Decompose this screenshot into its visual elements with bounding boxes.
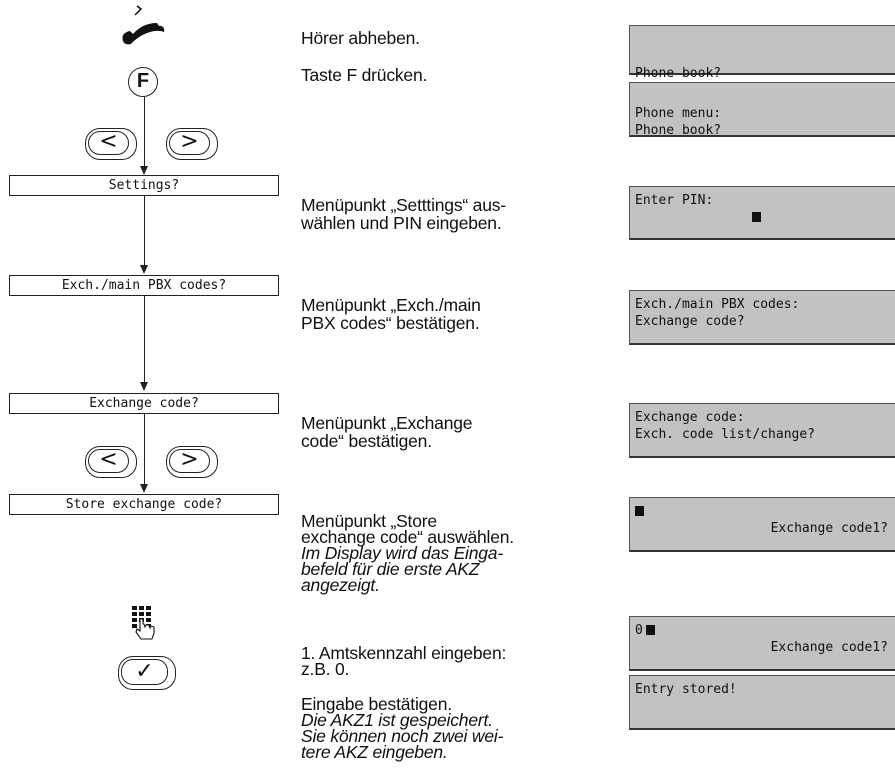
step-6-text: Menüpunkt „Store exchange code“ auswähle…	[301, 511, 514, 547]
cursor-block	[752, 212, 761, 222]
flow-arrow	[140, 484, 148, 493]
step-8-text: Eingabe bestätigen.	[301, 694, 452, 714]
display-7: 0 Exchange code1?	[629, 616, 895, 671]
right-arrow-label: >	[180, 129, 199, 154]
display-4-line1: Exch./main PBX codes:	[635, 297, 800, 312]
step-3-instruction: Menüpunkt „Setttings“ aus- wählen und PI…	[301, 178, 601, 232]
keypad-hand-icon	[132, 606, 155, 640]
step-6-note: Im Display wird das Einga- befeld für di…	[301, 543, 503, 595]
flow-arrow	[140, 382, 148, 391]
menu-item-exchange-code[interactable]: Exchange code?	[9, 393, 279, 414]
menu-item-settings[interactable]: Settings?	[9, 175, 279, 196]
step-5-text: Menüpunkt „Exchange code“ bestätigen.	[301, 413, 473, 451]
display-4: Exch./main PBX codes: Exchange code?	[629, 290, 895, 345]
display-8-line1: Entry stored!	[635, 682, 737, 697]
display-1-line2: Phone book?	[635, 66, 722, 81]
handset-lift-icon	[122, 5, 165, 45]
menu-item-store-exchange-code-label: Store exchange code?	[65, 497, 223, 512]
display-3-line1: Enter PIN:	[635, 193, 714, 208]
right-arrow-key[interactable]: >	[166, 446, 218, 478]
cursor-block	[635, 506, 644, 516]
display-2-line1: Phone menu:	[635, 106, 722, 121]
step-8-note: Die AKZ1 ist gespeichert. Sie können noc…	[301, 710, 504, 762]
display-7-line1: 0	[635, 623, 643, 638]
flow-line	[144, 196, 145, 265]
step-1-instruction: Hörer abheben.	[301, 29, 601, 47]
f-key[interactable]: F	[128, 67, 158, 97]
left-arrow-key[interactable]: <	[85, 446, 137, 478]
display-6: Exchange code1?	[629, 497, 895, 552]
ok-key-label: ✓	[135, 659, 154, 684]
flow-line	[144, 97, 145, 167]
step-7-text: 1. Amtskennzahl eingeben: z.B. 0.	[301, 643, 507, 679]
step-7-instruction: 1. Amtskennzahl eingeben: z.B. 0.	[301, 629, 601, 679]
step-1-text: Hörer abheben.	[301, 28, 420, 48]
flow-arrow	[140, 166, 148, 175]
flow-line	[144, 296, 145, 382]
display-8: Entry stored!	[629, 675, 895, 730]
menu-item-settings-label: Settings?	[108, 178, 180, 193]
display-5-line2: Exch. code list/change?	[635, 427, 816, 442]
step-6-instruction: Menüpunkt „Store exchange code“ auswähle…	[301, 497, 601, 609]
display-2-line2: Phone book?	[635, 123, 722, 138]
step-2-text: Taste F drücken.	[301, 65, 428, 85]
step-2-instruction: Taste F drücken.	[301, 66, 601, 84]
menu-item-exchange-code-label: Exchange code?	[89, 396, 199, 411]
flow-arrow	[140, 265, 148, 274]
left-arrow-label: <	[99, 129, 118, 154]
display-6-line2: Exchange code1?	[770, 521, 888, 536]
display-3: Enter PIN:	[629, 186, 895, 240]
step-3-text: Menüpunkt „Setttings“ aus- wählen und PI…	[301, 195, 506, 233]
display-2: Phone menu: Phone book?	[629, 82, 895, 138]
right-arrow-label: >	[180, 447, 199, 472]
display-4-line2: Exchange code?	[635, 314, 745, 329]
menu-item-exch-main-pbx-label: Exch./main PBX codes?	[61, 278, 227, 293]
menu-item-exch-main-pbx[interactable]: Exch./main PBX codes?	[9, 275, 279, 296]
display-7-line2: Exchange code1?	[770, 640, 888, 655]
display-5: Exchange code: Exch. code list/change?	[629, 403, 895, 458]
menu-item-store-exchange-code[interactable]: Store exchange code?	[9, 494, 279, 515]
right-arrow-key[interactable]: >	[166, 128, 218, 160]
step-5-instruction: Menüpunkt „Exchange code“ bestätigen.	[301, 396, 601, 450]
flow-line	[144, 414, 145, 485]
display-5-line1: Exchange code:	[635, 410, 745, 425]
ok-key[interactable]: ✓	[118, 656, 176, 690]
left-arrow-key[interactable]: <	[85, 128, 137, 160]
step-8-instruction: Eingabe bestätigen. Die AKZ1 ist gespeic…	[301, 680, 601, 776]
left-arrow-label: <	[99, 447, 118, 472]
f-key-label: F	[136, 70, 150, 92]
display-1: Phone book?	[629, 25, 895, 81]
cursor-block	[645, 625, 655, 635]
step-4-instruction: Menüpunkt „Exch./main PBX codes“ bestäti…	[301, 278, 601, 332]
step-4-text: Menüpunkt „Exch./main PBX codes“ bestäti…	[301, 295, 481, 333]
